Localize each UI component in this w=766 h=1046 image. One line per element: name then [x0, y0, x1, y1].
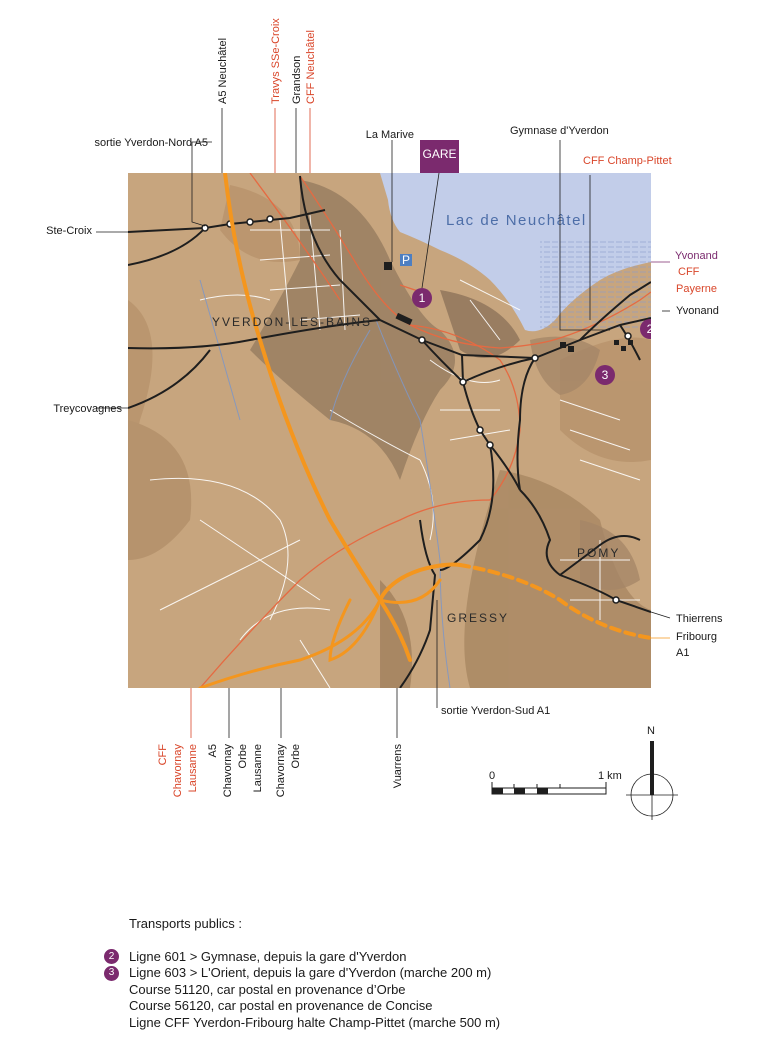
label-yvonand: Yvonand	[676, 305, 719, 317]
label-gymnase: Gymnase d'Yverdon	[510, 125, 609, 137]
parking-label: P	[402, 253, 410, 267]
label-travys: Travys SSe-Croix	[270, 18, 282, 104]
legend-line-text: Ligne 603 > L'Orient, depuis la gare d'Y…	[129, 965, 492, 980]
scale-start: 0	[489, 770, 495, 782]
scale-bar: 0 1 km	[489, 770, 622, 795]
label-a1: A1	[676, 647, 689, 659]
svg-text:1: 1	[419, 291, 426, 305]
lake-label: Lac de Neuchâtel	[446, 212, 587, 229]
label-cff-champ-pittet: CFF Champ-Pittet	[583, 155, 672, 167]
legend-line-601: 2 Ligne 601 > Gymnase, depuis la gare d'…	[104, 948, 749, 966]
label-fribourg: Fribourg	[676, 631, 717, 643]
legend-line-text: Course 51120, car postal en provenance d…	[129, 981, 406, 997]
label-cff-chavornay-lausanne: CFF Chavornay Lausanne	[157, 744, 199, 798]
label-cff-neuchatel: CFF Neuchâtel	[305, 30, 317, 104]
legend-cff-line: Ligne CFF Yverdon-Fribourg halte Champ-P…	[129, 1015, 749, 1032]
north-arrow-icon: N	[626, 725, 678, 820]
label-a5-chavornay-orbe-lausanne: A5 Chavornay Orbe Lausanne	[207, 744, 264, 798]
urban-area	[250, 180, 640, 590]
streams	[199, 279, 451, 688]
svg-text:Chavornay: Chavornay	[172, 744, 184, 798]
motorways	[198, 173, 651, 688]
local-roads	[149, 214, 641, 688]
label-vuarrens: Vuarrens	[392, 744, 404, 789]
legend: Transports publics : 2 Ligne 601 > Gymna…	[104, 916, 749, 1032]
place-gressy: GRESSY	[447, 611, 509, 625]
svg-text:GARE: GARE	[422, 147, 456, 161]
legend-line-text: Course 56120, car postal en provenance d…	[129, 998, 433, 1013]
marker-3[interactable]: 3	[595, 365, 615, 385]
place-yverdon: YVERDON-LES-BAINS	[212, 315, 372, 329]
svg-text:2: 2	[647, 322, 654, 336]
label-sortie-sud: sortie Yverdon-Sud A1	[441, 705, 550, 717]
north-label: N	[647, 725, 655, 737]
svg-text:Chavornay: Chavornay	[222, 744, 234, 798]
svg-text:3: 3	[602, 368, 609, 382]
marker-2-badge: 2	[104, 949, 119, 965]
marker-3-badge: 3	[104, 965, 119, 981]
marker-1[interactable]: 1	[412, 288, 432, 308]
label-chavornay-orbe: Chavornay Orbe	[275, 744, 302, 798]
buildings	[384, 262, 633, 352]
railways	[199, 173, 651, 688]
leader-lines	[96, 108, 671, 738]
place-pomy: POMY	[577, 546, 620, 560]
legend-title: Transports publics :	[129, 916, 242, 931]
label-a5-neuchatel: A5 Neuchâtel	[217, 38, 229, 104]
main-roads	[128, 175, 651, 688]
label-sortie-nord: sortie Yverdon-Nord A5	[94, 137, 208, 149]
label-yvonand-purple: Yvonand	[675, 250, 718, 262]
label-la-marive: La Marive	[366, 129, 414, 141]
legend-course-56120: Course 56120, car postal en provenance d…	[129, 998, 749, 1015]
marsh	[540, 240, 651, 330]
svg-text:Lausanne: Lausanne	[187, 744, 199, 792]
svg-text:A5: A5	[207, 744, 219, 757]
label-payerne: Payerne	[676, 283, 717, 295]
svg-text:Lausanne: Lausanne	[252, 744, 264, 792]
legend-line-text: Ligne CFF Yverdon-Fribourg halte Champ-P…	[129, 1014, 501, 1030]
parking-sign	[400, 254, 412, 266]
svg-text:Orbe: Orbe	[290, 744, 302, 768]
legend-course-51120: Course 51120, car postal en provenance d…	[129, 982, 749, 999]
marker-2[interactable]: 2	[640, 319, 660, 339]
map-area[interactable]: P Lac de Neuchâtel YVERDON-LES-BAINS POM…	[128, 173, 660, 688]
label-treycovagnes: Treycovagnes	[53, 403, 122, 415]
label-ste-croix: Ste-Croix	[46, 225, 92, 237]
label-grandson: Grandson	[291, 56, 303, 104]
svg-text:CFF: CFF	[157, 744, 169, 766]
label-cff: CFF	[678, 266, 700, 278]
gare-badge[interactable]: GARE	[420, 140, 459, 173]
svg-text:Orbe: Orbe	[237, 744, 249, 768]
svg-text:Chavornay: Chavornay	[275, 744, 287, 798]
scale-end: 1 km	[598, 770, 622, 782]
legend-line-603: 3 Ligne 603 > L'Orient, depuis la gare d…	[104, 965, 749, 982]
legend-line-text: Ligne 601 > Gymnase, depuis la gare d'Yv…	[129, 948, 407, 964]
label-thierrens: Thierrens	[676, 613, 723, 625]
